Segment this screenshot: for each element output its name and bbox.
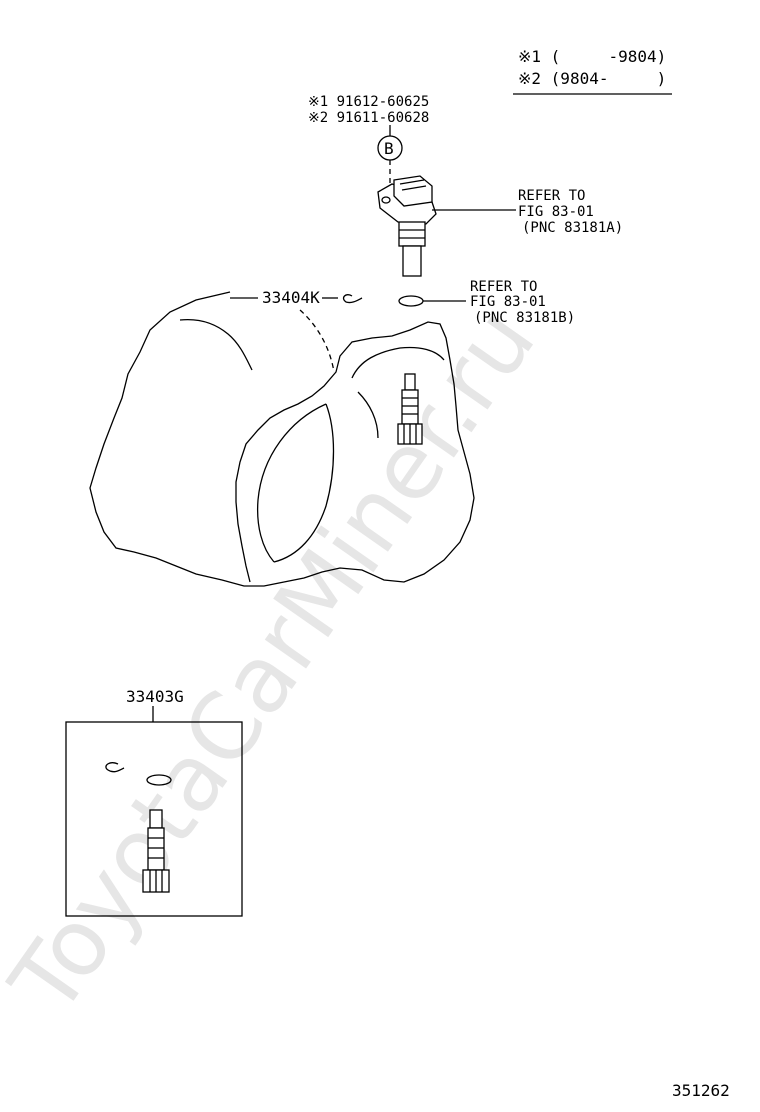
reference-b: REFER TO FIG 83-01 (PNC 83181B) — [470, 279, 575, 326]
part-33404k-label: 33404K — [262, 288, 320, 307]
sensor-part-number-2: ※2 91611-60628 — [308, 110, 429, 126]
kit-box — [65, 721, 243, 917]
reference-a-line-2: FIG 83-01 — [518, 204, 594, 220]
figure-number: 351262 — [672, 1081, 730, 1100]
part-33404k: 33404K — [230, 288, 363, 373]
o-ring — [398, 295, 466, 307]
kit-o-ring — [146, 774, 172, 786]
reference-b-line-2: FIG 83-01 — [470, 294, 546, 310]
callout-b: B — [377, 135, 403, 190]
legend-line-1: ※1 ( -9804) — [518, 47, 666, 66]
legend: ※1 ( -9804) ※2 (9804- ) — [513, 47, 672, 95]
callout-b-label: B — [384, 139, 394, 158]
kit-33403g: 33403G — [65, 687, 243, 917]
legend-line-2: ※2 (9804- ) — [518, 69, 666, 88]
reference-b-line-3: (PNC 83181B) — [474, 310, 575, 326]
reference-a: REFER TO FIG 83-01 (PNC 83181A) — [518, 188, 623, 236]
reference-b-line-1: REFER TO — [470, 279, 537, 295]
sensor-part-number-1: ※1 91612-60625 — [308, 94, 429, 110]
kit-driven-gear — [142, 809, 170, 893]
sensor-part-numbers: ※1 91612-60625 ※2 91611-60628 — [308, 94, 429, 136]
driven-gear — [397, 373, 423, 445]
reference-a-line-3: (PNC 83181A) — [522, 220, 623, 236]
part-33403g-label: 33403G — [126, 687, 184, 706]
reference-a-line-1: REFER TO — [518, 188, 585, 204]
watermark: ToyotaCarMiner.ru — [0, 289, 556, 1034]
speed-sensor — [377, 175, 516, 277]
kit-clip — [105, 762, 125, 773]
transaxle-housing — [89, 291, 475, 587]
